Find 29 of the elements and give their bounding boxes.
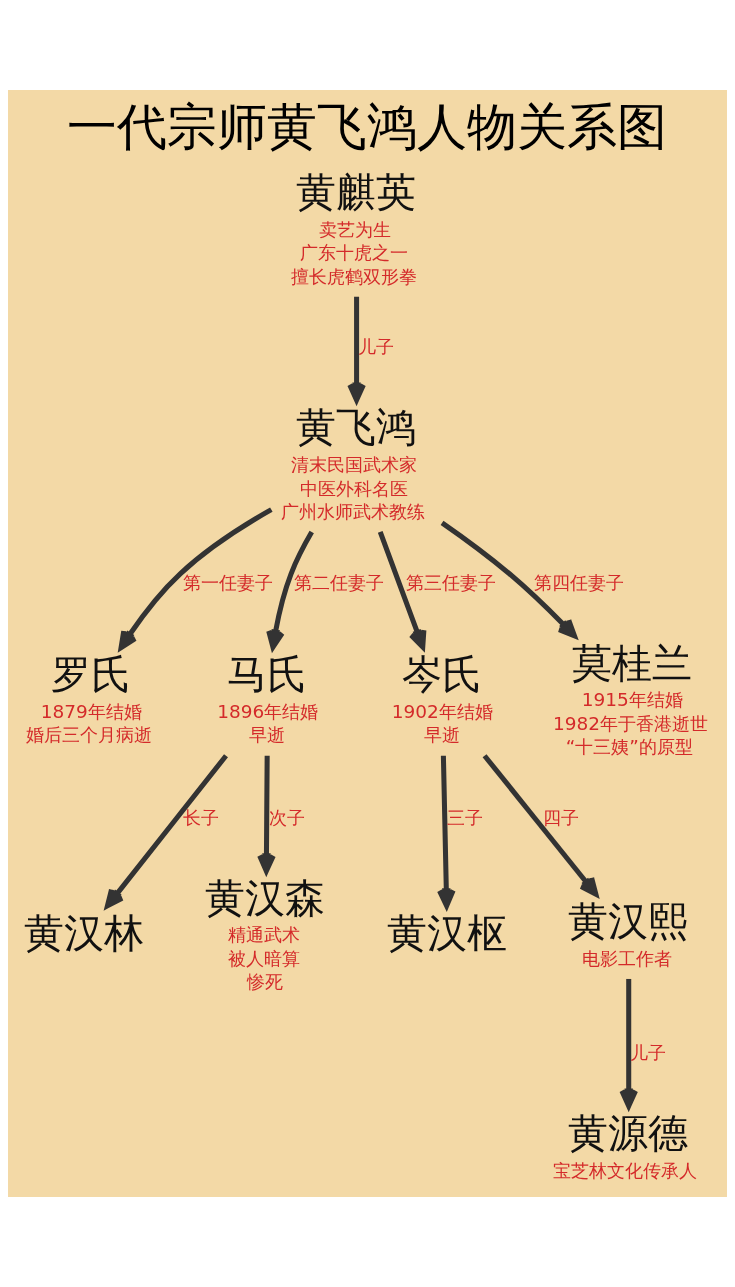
node-text: 罗氏 1879年结婚 婚后三个月病逝 <box>25 651 152 746</box>
edge-label: 第一任妻子 <box>183 571 274 593</box>
arrow <box>377 531 427 650</box>
node-text: 莫桂兰 1915年结婚 1982年于香港逝世 “十三姨”的原型 <box>553 639 709 758</box>
node-text: 岑氏 1902年结婚 早逝 <box>391 651 493 746</box>
edge-label: 三子 <box>446 806 483 828</box>
node-text: 黄麒英 卖艺为生 广东十虎之一 擅长虎鹤双形拳 <box>291 169 418 287</box>
edge-label: 第四任妻子 <box>534 571 625 593</box>
arrow <box>440 520 577 639</box>
edge-label: 四子 <box>542 806 579 828</box>
arrow <box>104 754 228 909</box>
edge-label: 次子 <box>268 806 305 828</box>
edge-label: 第二任妻子 <box>293 571 384 593</box>
node-text: 黄汉枢 <box>386 910 507 958</box>
arrow <box>266 530 314 650</box>
node-text: 黄汉林 <box>23 910 144 958</box>
arrow <box>482 754 599 897</box>
edge-label: 儿子 <box>630 1041 667 1063</box>
edge-label: 第三任妻子 <box>406 571 497 593</box>
arrow <box>118 507 273 651</box>
node-text: 黄飞鸿 清末民国武术家 中医外科名医 广州水师武术教练 <box>280 404 425 523</box>
edge-label: 儿子 <box>357 336 394 358</box>
node-text: 黄汉森 精通武术 被人暗算 惨死 <box>205 874 326 993</box>
node-text: 黄源德 宝芝林文化传承人 <box>553 1109 698 1181</box>
node-text: 马氏 1896年结婚 早逝 <box>217 651 319 746</box>
arrow <box>437 755 456 909</box>
edge-label: 长子 <box>183 806 220 828</box>
diagram-title: 一代宗师黄飞鸿人物关系图 <box>67 96 668 156</box>
node-text: 黄汉熙 电影工作者 <box>568 898 689 969</box>
